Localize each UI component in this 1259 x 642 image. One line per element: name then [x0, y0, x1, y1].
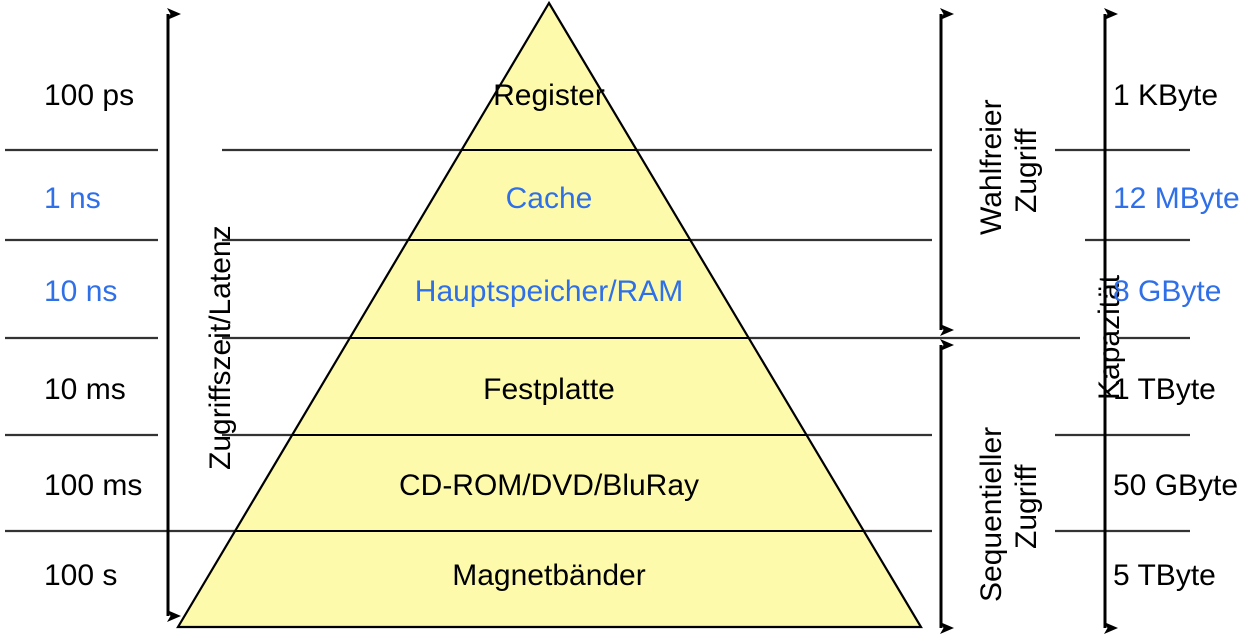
- random-access-label-line1: Wahlfreier: [975, 99, 1008, 235]
- capacity-value-register: 1 KByte: [1113, 79, 1219, 112]
- pyramid-level-cache: Cache: [505, 182, 593, 215]
- latency-value-register: 100 ps: [44, 79, 135, 112]
- latency-value-optical: 100 ms: [44, 469, 143, 502]
- latency-value-tape: 100 s: [44, 559, 118, 592]
- capacity-value-tape: 5 TByte: [1113, 559, 1216, 592]
- pyramid-level-cdrom-dvd-bluray: CD-ROM/DVD/BluRay: [398, 469, 700, 502]
- pyramid-level-festplatte: Festplatte: [483, 373, 615, 406]
- random-access-label-line2: Zugriff: [1010, 128, 1043, 213]
- pyramid-level-magnetbaender: Magnetbänder: [452, 559, 646, 592]
- sequential-access-label-line2: Zugriff: [1010, 464, 1043, 549]
- pyramid-level-hauptspeicher-ram: Hauptspeicher/RAM: [414, 275, 684, 308]
- sequential-access-label-line1: Sequentieller: [975, 426, 1008, 602]
- pyramid-level-separators: [235, 149, 864, 532]
- latency-value-cache: 1 ns: [44, 182, 101, 215]
- capacity-value-optical: 50 GByte: [1113, 469, 1239, 502]
- pyramid-shape: [176, 0, 923, 629]
- capacity-value-festplatte: 1 TByte: [1113, 373, 1216, 406]
- latency-value-festplatte: 10 ms: [44, 373, 126, 406]
- capacity-value-ram: 8 GByte: [1113, 275, 1222, 308]
- capacity-value-cache: 12 MByte: [1113, 182, 1240, 215]
- latency-axis-label: Zugriffszeit/Latenz: [204, 225, 237, 470]
- pyramid-level-register: Register: [493, 79, 605, 112]
- latency-value-ram: 10 ns: [44, 275, 118, 308]
